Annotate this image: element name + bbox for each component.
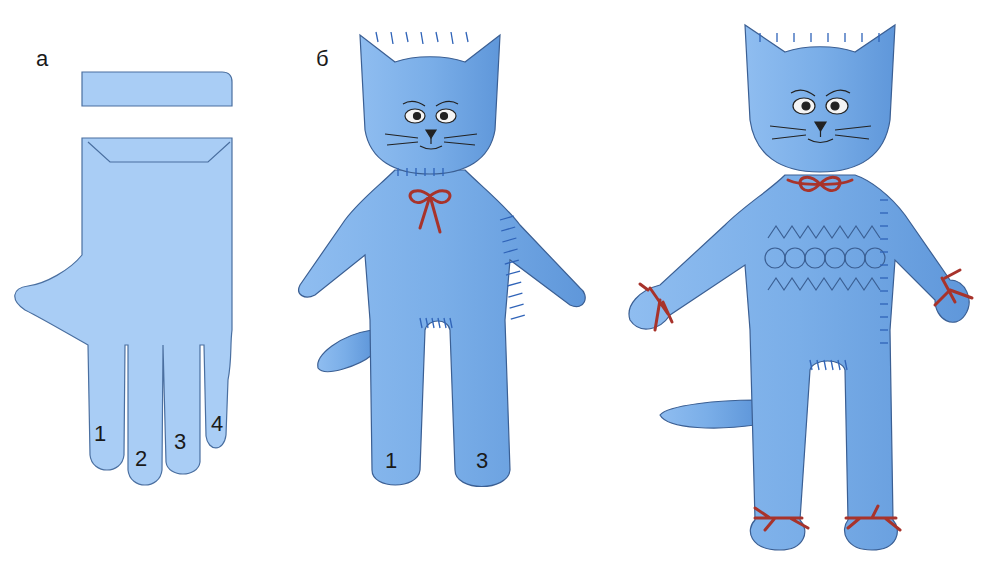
stitch (824, 360, 826, 370)
stitch (451, 32, 453, 44)
stitch (426, 318, 428, 328)
stitch (817, 360, 819, 370)
stitches (376, 32, 888, 370)
callout-number: 1 (385, 450, 397, 472)
stitch (880, 212, 888, 213)
stitch (444, 318, 446, 328)
stitch (880, 199, 888, 200)
callout-number: 3 (174, 431, 186, 453)
stitch (510, 304, 524, 308)
glove-body (15, 138, 232, 485)
stitch (466, 32, 468, 42)
stitch (406, 32, 408, 42)
glove (15, 72, 232, 485)
stitch (880, 225, 888, 226)
fold-line (88, 142, 230, 162)
cat-face-1 (385, 101, 477, 149)
stitch (827, 33, 828, 42)
stitch (880, 251, 888, 252)
stitch (831, 360, 833, 370)
stitch (810, 33, 811, 42)
cat-face-2 (770, 90, 871, 142)
stitch (878, 33, 879, 42)
stitch (810, 360, 812, 370)
stitch (505, 260, 519, 264)
stitch (880, 342, 888, 343)
cat-toy-1 (299, 35, 586, 487)
stitch (406, 168, 407, 176)
callout-number: 2 (135, 448, 147, 470)
stitch (880, 277, 888, 278)
stitch (880, 329, 888, 330)
stitch (438, 318, 440, 328)
stitch (504, 249, 518, 253)
stitch (793, 33, 794, 42)
cat-toy-2 (629, 25, 969, 550)
stitch (415, 168, 416, 176)
stitch (508, 293, 522, 297)
stitch (391, 32, 393, 44)
stitch (420, 318, 422, 328)
callout-number: 1 (94, 423, 106, 445)
stitch (501, 227, 515, 231)
stitch (376, 32, 378, 42)
callout-number: 3 (476, 450, 488, 472)
stitch (432, 318, 434, 328)
stitch (397, 168, 398, 176)
cuff-strip (82, 72, 232, 106)
stitch (845, 360, 847, 370)
stitch (880, 303, 888, 304)
stitch (502, 238, 516, 242)
stitch (506, 271, 520, 275)
sweater-pattern (765, 226, 885, 290)
bow (410, 191, 450, 232)
stitch (838, 360, 840, 370)
stitch (844, 33, 845, 42)
stitch (880, 316, 888, 317)
stitch (442, 168, 443, 176)
stitch (436, 32, 438, 42)
stitch (759, 33, 760, 42)
stitch (880, 290, 888, 291)
stitch (861, 33, 862, 42)
callout-number: 4 (211, 413, 223, 435)
stitch (507, 282, 521, 286)
panel-letter: а (36, 48, 48, 70)
stitch (500, 216, 514, 220)
stitch (776, 33, 777, 42)
stitch (450, 318, 452, 328)
stitch (421, 32, 423, 44)
stitch (424, 168, 425, 176)
stitch (880, 264, 888, 265)
panel-letter: б (316, 48, 329, 70)
stitch (880, 238, 888, 239)
stitch (511, 315, 525, 319)
stitch (433, 168, 434, 176)
ties (640, 177, 972, 530)
